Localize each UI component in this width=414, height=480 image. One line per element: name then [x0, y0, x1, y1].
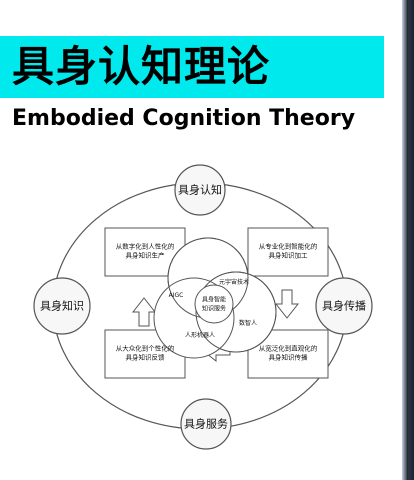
diagram-graphics: [33, 164, 373, 450]
box-text-bottom-right: 从宽泛化到直观化的 具身知识传播: [259, 345, 318, 364]
box-text-line: 从大众化到个性化的: [115, 344, 175, 353]
venn-core-line: 知识服务: [201, 305, 227, 312]
box-text-line: 具身知识加工: [268, 252, 308, 260]
box-top-right: [247, 227, 329, 277]
edge-line: [407, 0, 408, 480]
box-text-line: 具身知识传播: [268, 354, 308, 362]
venn-circle-right-outline: [195, 271, 277, 353]
box-text-line: 从宽泛化到直观化的: [258, 344, 318, 353]
box-text-bottom-left: 从大众化到个性化的 具身知识反馈: [116, 345, 175, 364]
node-label-top: 具身认知: [178, 183, 222, 197]
venn-core-text: 具身智能 知识服务: [202, 296, 226, 313]
node-label-bottom: 具身服务: [184, 417, 228, 431]
page-edge: [402, 0, 414, 480]
title-chinese: 具身认知理论: [12, 42, 271, 91]
arrow-up: [131, 297, 157, 327]
node-circle-right: [315, 277, 373, 335]
arrow-down: [274, 289, 300, 319]
box-text-line: 具身知识反馈: [125, 354, 165, 362]
venn-label-metaverse: 元宇宙技术: [218, 279, 250, 286]
node-label-right: 具身传播: [322, 299, 366, 313]
title-banner: [0, 36, 384, 98]
cognition-diagram: 具身认知 具身知识 具身传播 具身服务 从数字化到人性化的 具身知识生产 从专业…: [18, 150, 392, 480]
node-circle-bottom: [180, 398, 232, 450]
core-circle: [194, 284, 234, 324]
venn-label-digital-human: 数智人: [238, 320, 258, 327]
box-text-line: 具身知识生产: [125, 252, 165, 260]
title-english: Embodied Cognition Theory: [12, 106, 356, 131]
box-text-line: 从数字化到人性化的: [115, 242, 175, 251]
venn-label-aigc: AIGC: [168, 292, 184, 299]
node-circle-left: [33, 277, 91, 335]
venn-core-line: 具身智能: [201, 296, 227, 304]
node-circle-top: [174, 164, 226, 216]
node-label-left: 具身知识: [40, 299, 84, 313]
box-text-top-left: 从数字化到人性化的 具身知识生产: [116, 243, 175, 262]
box-text-line: 从专业化到智能化的: [258, 242, 318, 251]
venn-label-robot: 人形机器人: [184, 332, 216, 339]
box-text-top-right: 从专业化到智能化的 具身知识加工: [259, 243, 318, 262]
